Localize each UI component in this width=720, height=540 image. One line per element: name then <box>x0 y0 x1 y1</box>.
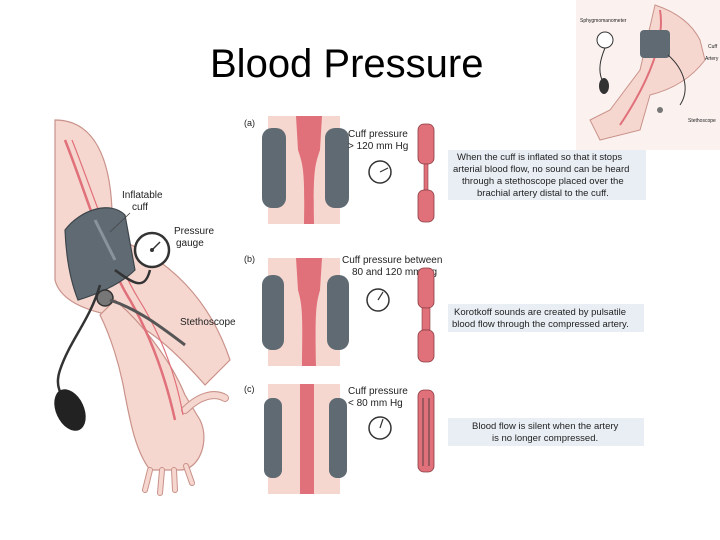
panel-c: (c) Cuff pressure < 80 mm Hg Blood flow … <box>244 384 644 494</box>
brachial-artery <box>63 139 177 421</box>
panel-a: (a) Cuff pressure > 120 mm Hg When the c… <box>244 116 646 224</box>
panel-b-letter: (b) <box>244 254 255 264</box>
thumbnail-illustration: Sphygmomanometer Cuff Artery Stethoscope <box>576 0 720 150</box>
panel-b-description-box <box>448 304 644 332</box>
stethoscope-head <box>96 289 114 307</box>
cuff-label-2: cuff <box>132 202 148 213</box>
panel-b-pressure-1: Cuff pressure between <box>342 255 442 266</box>
panel-b-pressure-2: 80 and 120 mm Hg <box>352 267 437 278</box>
panel-c-pressure-2: < 80 mm Hg <box>348 398 403 409</box>
panel-b-desc-2: blood flow through the compressed artery… <box>452 319 629 330</box>
panel-a-desc-3: through a stethoscope placed over the <box>462 176 624 187</box>
panel-a-desc-4: brachial artery distal to the cuff. <box>477 188 609 199</box>
panel-c-desc-2: is no longer compressed. <box>492 433 598 444</box>
arm-illustration: Inflatable cuff Pressure gauge Stethosco… <box>54 119 236 496</box>
panel-b: (b) Cuff pressure between 80 and 120 mm … <box>244 254 644 366</box>
panel-b-desc-1: Korotkoff sounds are created by pulsatil… <box>454 307 626 318</box>
panel-c-pressure-1: Cuff pressure <box>348 386 408 397</box>
panel-a-pressure-1: Cuff pressure <box>348 129 408 140</box>
cuff-label-1: Inflatable <box>122 190 163 201</box>
gauge-label-2: gauge <box>176 238 204 249</box>
panel-c-letter: (c) <box>244 384 255 394</box>
inflatable-cuff <box>64 207 136 301</box>
thumb-stethoscope-label: Stethoscope <box>688 118 716 124</box>
stethoscope-label: Stethoscope <box>180 317 236 328</box>
panel-a-description-box <box>448 150 646 200</box>
panel-c-desc-1: Blood flow is silent when the artery <box>472 421 619 432</box>
slide-title: Blood Pressure <box>210 42 484 86</box>
panel-a-pressure-2: > 120 mm Hg <box>348 141 408 152</box>
thumb-cuff-label: Cuff <box>708 44 718 50</box>
gauge-label-1: Pressure <box>174 226 214 237</box>
thumb-sphyg-label: Sphygmomanometer <box>580 18 627 24</box>
panel-a-desc-1: When the cuff is inflated so that it sto… <box>457 152 622 163</box>
panel-a-letter: (a) <box>244 118 255 128</box>
panel-a-desc-2: arterial blood flow, no sound can be hea… <box>453 164 629 175</box>
inflation-bulb <box>54 389 86 431</box>
thumb-artery-label: Artery <box>705 56 719 62</box>
panel-c-description-box <box>448 418 644 446</box>
